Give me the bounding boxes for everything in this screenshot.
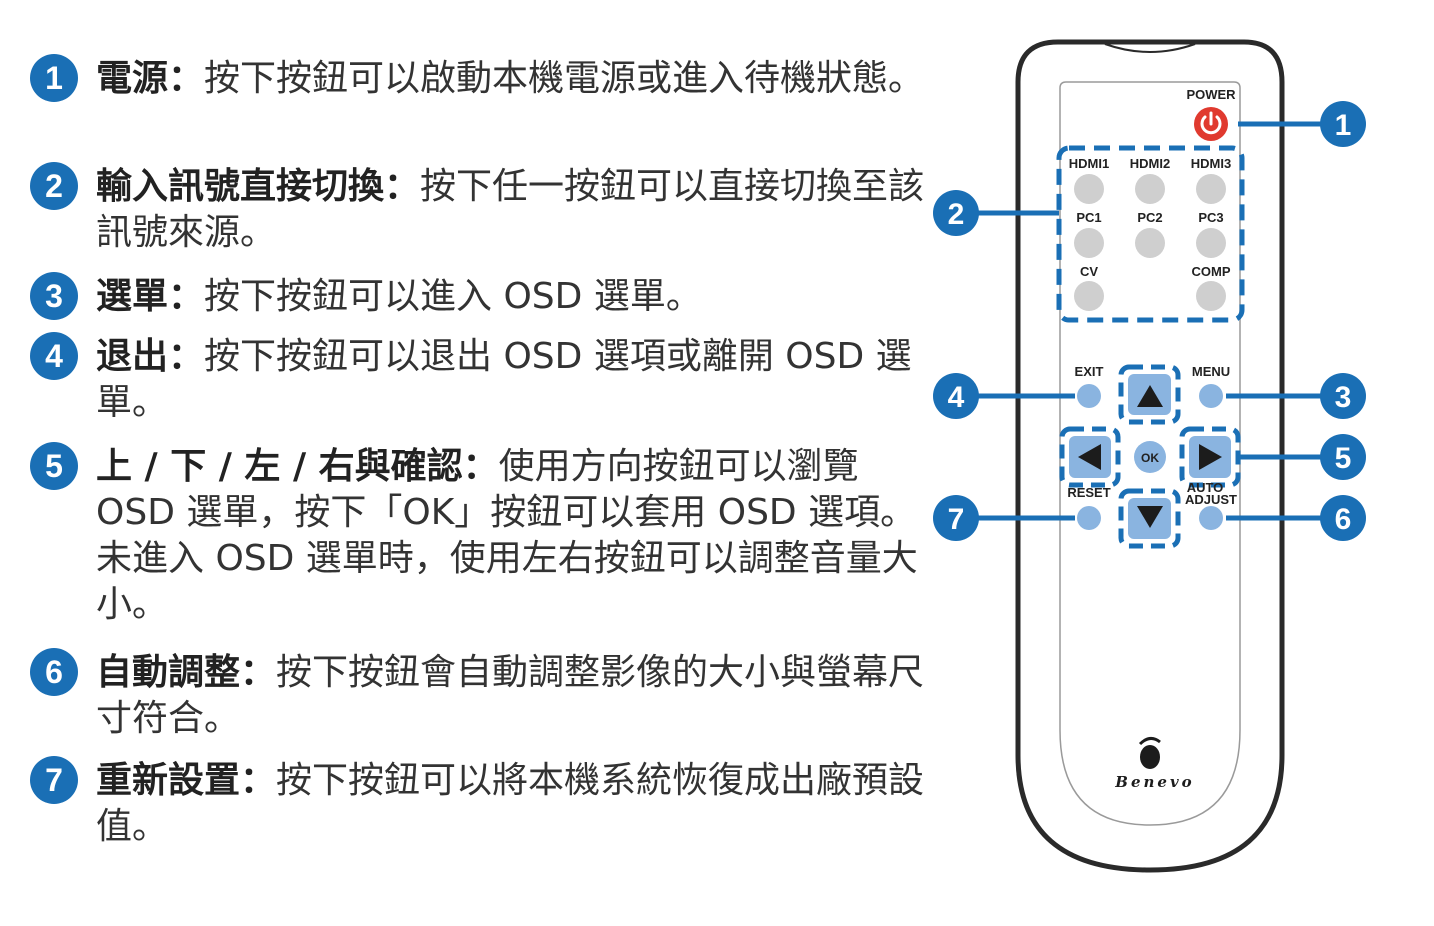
- badge-7: 7: [30, 756, 78, 804]
- pc3-button[interactable]: [1196, 228, 1226, 258]
- hdmi3-button[interactable]: [1196, 174, 1226, 204]
- remote-face-outline: [1059, 81, 1241, 826]
- hdmi2-button[interactable]: [1135, 174, 1165, 204]
- callout-badge-5: [1320, 434, 1366, 480]
- callout-number-6: 6: [1335, 503, 1352, 536]
- right-arrow-icon: [1199, 444, 1222, 470]
- item-menu: 選單：按下按鈕可以進入 OSD 選單。: [96, 276, 702, 317]
- remote-top-curve: [1104, 43, 1196, 53]
- item-desc: 按下按鈕可以進入 OSD 選單。: [204, 276, 702, 317]
- pc1-label: PC1: [1076, 210, 1101, 225]
- source-group-outline: [1056, 145, 1245, 323]
- power-label: POWER: [1186, 87, 1236, 102]
- item-reset: 重新設置：按下按鈕可以將本機系統恢復成出廠預設值。: [96, 760, 925, 847]
- callout-number-5: 5: [1335, 442, 1352, 475]
- badge-2: 2: [30, 162, 78, 210]
- item-desc: 按下按鈕可以退出 OSD 選項或離開 OSD 選單。: [96, 336, 912, 423]
- callout-badge-7: [933, 495, 979, 541]
- callout-number-2: 2: [948, 198, 965, 231]
- hdmi3-label: HDMI3: [1191, 156, 1231, 171]
- item-desc: 按下任一按鈕可以直接切換至該訊號來源。: [96, 166, 925, 253]
- adjust-label: ADJUST: [1185, 492, 1237, 507]
- pc1-button[interactable]: [1074, 228, 1104, 258]
- item-title: 上 / 下 / 左 / 右與確認: [96, 446, 463, 487]
- exit-label: EXIT: [1075, 364, 1104, 379]
- item-title: 重新設置: [96, 760, 241, 801]
- ok-button[interactable]: [1134, 441, 1166, 473]
- cv-button[interactable]: [1074, 281, 1104, 311]
- pc2-label: PC2: [1137, 210, 1162, 225]
- item-desc: 按下按鈕可以啟動本機電源或進入待機狀態。: [204, 58, 925, 99]
- item-title: 退出: [96, 336, 169, 377]
- item-title: 電源: [96, 58, 169, 99]
- ok-label: OK: [1141, 451, 1159, 465]
- callout-badge-4: [933, 373, 979, 419]
- callout-badge-6: [1320, 495, 1366, 541]
- badge-4: 4: [30, 332, 78, 380]
- pc2-button[interactable]: [1135, 228, 1165, 258]
- menu-label: MENU: [1192, 364, 1230, 379]
- up-arrow-icon: [1137, 385, 1163, 407]
- hdmi1-button[interactable]: [1074, 174, 1104, 204]
- benevo-logo-icon: [1138, 737, 1161, 769]
- item-desc: 按下按鈕可以將本機系統恢復成出廠預設值。: [96, 760, 925, 847]
- item-title: 自動調整: [96, 652, 241, 693]
- callout-number-3: 3: [1335, 381, 1352, 414]
- down-arrow-icon: [1137, 506, 1163, 528]
- pc3-label: PC3: [1198, 210, 1223, 225]
- item-power: 電源：按下按鈕可以啟動本機電源或進入待機狀態。: [96, 58, 925, 99]
- badge-1: 1: [30, 54, 78, 102]
- item-desc: 按下按鈕會自動調整影像的大小與螢幕尺寸符合。: [96, 652, 925, 739]
- reset-button[interactable]: [1077, 506, 1101, 530]
- left-outline: [1059, 426, 1121, 488]
- callout-badge-1: [1320, 101, 1366, 147]
- item-title: 輸入訊號直接切換: [96, 166, 385, 207]
- remote-diagram: POWER HDMI1 HDMI2 HDMI3 PC1 PC2 PC3 CV C…: [933, 39, 1366, 873]
- item-auto-adjust: 自動調整：按下按鈕會自動調整影像的大小與螢幕尺寸符合。: [96, 652, 925, 739]
- badge-3: 3: [30, 272, 78, 320]
- left-arrow-icon: [1078, 444, 1101, 470]
- instruction-list: 1 電源：按下按鈕可以啟動本機電源或進入待機狀態。 2 輸入訊號直接切換：按下任…: [30, 54, 925, 847]
- auto-label: AUTO: [1187, 480, 1224, 495]
- callout-badge-2: [933, 190, 979, 236]
- down-outline: [1118, 488, 1181, 549]
- brand-name: Benevo: [1114, 773, 1194, 791]
- hdmi1-label: HDMI1: [1069, 156, 1109, 171]
- comp-button[interactable]: [1196, 281, 1226, 311]
- item-title: 選單: [96, 276, 169, 317]
- power-icon: [1200, 111, 1222, 135]
- reset-label: RESET: [1067, 485, 1110, 500]
- hdmi2-label: HDMI2: [1130, 156, 1170, 171]
- callout-number-7: 7: [948, 503, 965, 536]
- item-exit: 退出：按下按鈕可以退出 OSD 選項或離開 OSD 選單。: [96, 336, 912, 423]
- item-navigate: 上 / 下 / 左 / 右與確認：使用方向按鈕可以瀏覽 OSD 選單，按下「OK…: [96, 446, 918, 625]
- badge-6: 6: [30, 648, 78, 696]
- comp-label: COMP: [1192, 264, 1231, 279]
- cv-label: CV: [1080, 264, 1098, 279]
- up-outline: [1118, 364, 1181, 425]
- callout-badge-3: [1320, 373, 1366, 419]
- auto-adjust-button[interactable]: [1199, 506, 1223, 530]
- exit-button[interactable]: [1077, 384, 1101, 408]
- callout-number-4: 4: [948, 381, 965, 414]
- item-desc: 使用方向按鈕可以瀏覽 OSD 選單，按下「OK」按鈕可以套用 OSD 選項。未進…: [96, 446, 918, 625]
- menu-button[interactable]: [1199, 384, 1223, 408]
- callout-number-1: 1: [1335, 109, 1352, 142]
- item-source: 輸入訊號直接切換：按下任一按鈕可以直接切換至該訊號來源。: [96, 166, 925, 253]
- badge-5: 5: [30, 442, 78, 490]
